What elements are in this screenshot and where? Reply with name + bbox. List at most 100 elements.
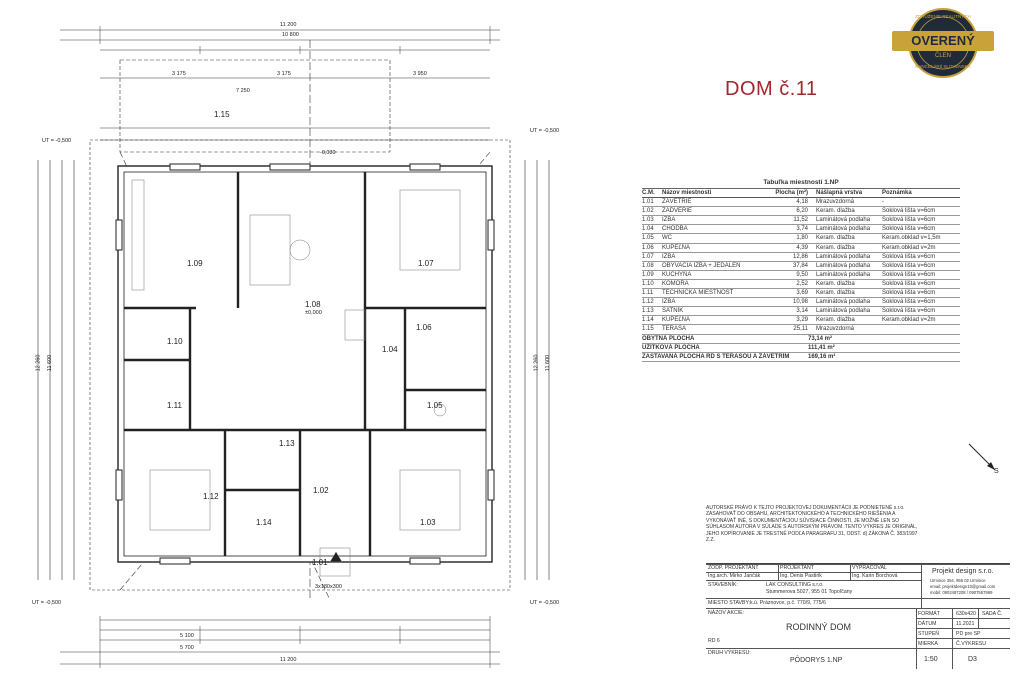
- table-cell: Mrazuvzdorná: [816, 326, 855, 333]
- table-cell: 3,69: [796, 290, 808, 297]
- total-row: ZASTAVANÁ PLOCHA RD S TERASOU A ZÁVETRÍM…: [642, 353, 960, 362]
- table-cell: 1.07: [642, 253, 654, 260]
- room-label-1-01: 1.01: [312, 558, 328, 567]
- table-cell: 1.04: [642, 226, 654, 233]
- dim-left: 12 260: [35, 354, 42, 372]
- table-cell: 1.05: [642, 235, 654, 242]
- table-cell: Soklová lišta v=6cm: [882, 217, 936, 224]
- mierka-value: 1:50: [924, 656, 938, 663]
- table-cell: Soklová lišta v=6cm: [882, 280, 936, 287]
- drawing-type: PÔDORYS 1.NP: [790, 657, 843, 664]
- table-cell: IZBA: [662, 253, 676, 260]
- miesto-label: MIESTO STAVBY:: [708, 600, 751, 606]
- table-cell: Laminátová podlaha: [816, 253, 871, 260]
- zodp-projektant: Ing.arch. Mirko Jančák: [708, 573, 761, 579]
- table-cell: 6,20: [796, 208, 808, 215]
- stavebnik-label: STAVEBNÍK:: [708, 582, 738, 588]
- room-label-1-10: 1.10: [167, 337, 183, 346]
- col-header: Názov miestnosti: [662, 190, 712, 196]
- table-cell: Keram.obklad v=1,5m: [882, 235, 941, 242]
- room-label-1-07: 1.07: [418, 259, 434, 268]
- company-phone: mobil: 0902487208 / 0907557969: [930, 590, 993, 595]
- table-cell: Keram.obklad v=2m: [882, 317, 936, 324]
- datum-value: 11.2021: [956, 621, 975, 627]
- project-name: RODINNÝ DOM: [786, 622, 851, 632]
- badge-subtext: ČLEN: [934, 53, 951, 59]
- table-cell: 3,74: [796, 226, 808, 233]
- table-cell: 25,11: [793, 326, 808, 333]
- cvykresu-label: Č.VÝKRESU: [956, 641, 986, 647]
- room-table-caption: Tabuľka miestností 1.NP: [642, 178, 960, 189]
- room-label-1-09: 1.09: [187, 259, 203, 268]
- verified-member-badge: OVERENÝ ČLEN ZDRUŽENIE REALITNÝCH KANCEL…: [890, 6, 996, 80]
- total-value: 111,41 m²: [808, 344, 835, 351]
- table-cell: Laminátová podlaha: [816, 308, 871, 315]
- company-name: Projekt design s.r.o.: [932, 568, 994, 575]
- table-cell: KÚPEĽŇA: [662, 244, 691, 251]
- copyright-notes: AUTORSKÉ PRÁVO K TEJTO PROJEKTOVEJ DOKUM…: [706, 505, 918, 544]
- total-row: ÚŽITKOVÁ PLOCHA 111,41 m²: [642, 344, 960, 353]
- table-cell: Soklová lišta v=6cm: [882, 271, 936, 278]
- room-table-header: Č.M. Názov miestnosti Plocha (m²) Nášlap…: [642, 189, 960, 199]
- table-cell: 1.03: [642, 217, 654, 224]
- table-cell: 1.10: [642, 280, 654, 287]
- north-label: S: [994, 468, 999, 475]
- table-cell: ZÁDVERIE: [662, 208, 693, 215]
- room-label-1-02: 1.02: [313, 486, 329, 495]
- table-cell: Keram. dlažba: [816, 244, 855, 251]
- format-label: FORMÁT: [918, 611, 940, 617]
- room-label-1-11: 1.11: [167, 401, 182, 410]
- stavebnik: LAK CONSULTING s.r.o.: [766, 582, 824, 588]
- room-label-1-12: 1.12: [203, 492, 219, 501]
- table-cell: [882, 325, 960, 333]
- table-cell: KÚPEĽŇA: [662, 317, 691, 324]
- projektant: Ing. Denis Pastirik: [780, 573, 822, 579]
- table-cell: IZBA: [662, 299, 676, 306]
- table-cell: Keram.obklad v=2m: [882, 244, 936, 251]
- col-header: Plocha (m²): [775, 190, 808, 196]
- level-marker: -0,030: [320, 150, 336, 156]
- level-marker: UT = -0,500: [32, 600, 62, 606]
- table-cell: 1,80: [796, 235, 808, 242]
- dim-left: 11 600: [47, 354, 54, 372]
- badge-ring-top: ZDRUŽENIE REALITNÝCH: [915, 14, 971, 19]
- project-code: RD 6: [708, 638, 720, 644]
- total-label: ÚŽITKOVÁ PLOCHA: [642, 344, 700, 351]
- table-cell: 1.14: [642, 317, 654, 324]
- table-cell: 10,98: [792, 299, 808, 306]
- table-row: 1.03 IZBA 11,52 Laminátová podlaha Soklová l…: [642, 216, 960, 226]
- table-cell: Keram. dlažba: [816, 235, 855, 242]
- room-table: Tabuľka miestností 1.NP Č.M. Názov miest…: [642, 178, 960, 362]
- compass-arrow-icon: [968, 443, 996, 471]
- datum-label: DÁTUM: [918, 621, 937, 627]
- room-label-1-15: 1.15: [214, 110, 230, 119]
- table-cell: Laminátová podlaha: [816, 217, 871, 224]
- table-cell: -: [882, 199, 884, 206]
- dim-bottom: 5 700: [180, 645, 194, 651]
- stavebnik-address: Stummerova 5027, 955 01 Topoľčany: [766, 589, 853, 595]
- dim-top: 11 200: [280, 22, 297, 28]
- projektant-label: PROJEKTANT: [780, 565, 814, 571]
- table-cell: 11,52: [793, 217, 808, 224]
- table-cell: Soklová lišta v=6cm: [882, 299, 936, 306]
- table-cell: Laminátová podlaha: [816, 262, 871, 269]
- miesto-stavby: k.ú. Práznovce, p.č. 770/9, 775/6: [750, 600, 826, 606]
- table-cell: Keram. dlažba: [816, 208, 855, 215]
- table-cell: Keram. dlažba: [816, 280, 855, 287]
- table-cell: Laminátová podlaha: [816, 271, 871, 278]
- badge-seal-icon: [892, 8, 994, 78]
- table-cell: IZBA: [662, 217, 676, 224]
- table-cell: KUCHYŇA: [662, 271, 692, 278]
- format-value: 630x420: [956, 611, 976, 617]
- page-title: DOM č.11: [725, 78, 818, 100]
- table-cell: CHODBA: [662, 226, 688, 233]
- table-cell: Keram. dlažba: [816, 290, 855, 297]
